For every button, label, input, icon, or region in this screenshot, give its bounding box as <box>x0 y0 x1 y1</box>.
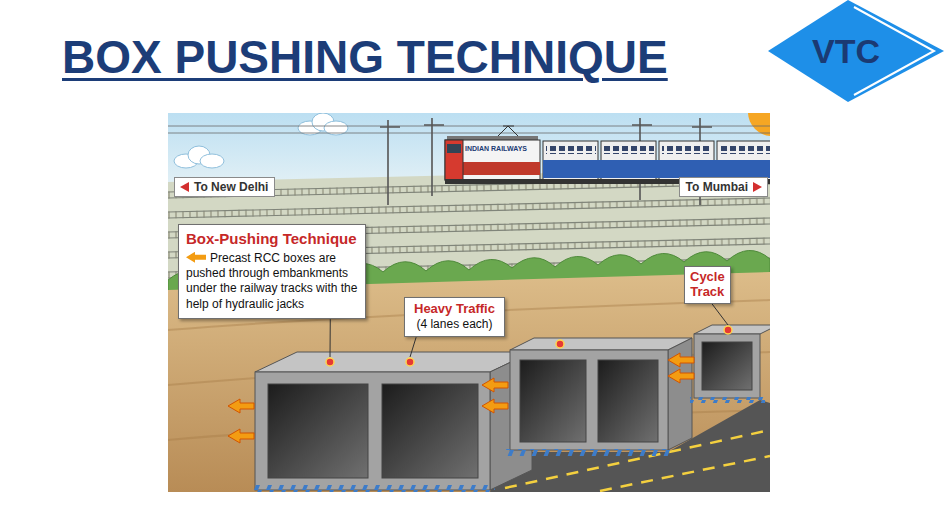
box-cell <box>520 360 586 442</box>
overhead-wire <box>168 126 770 133</box>
diamond-fill <box>768 0 944 102</box>
push-arrows <box>228 353 694 443</box>
callout-body: (4 lanes each) <box>414 317 495 332</box>
callout-dot <box>556 340 564 348</box>
leader-line <box>410 337 416 357</box>
callout-box: Cycle Track <box>684 266 731 304</box>
windshield <box>447 144 461 153</box>
callout-heading: Cycle Track <box>690 270 725 300</box>
coach-stripe <box>543 160 770 178</box>
hydraulic-jacks <box>505 449 670 456</box>
box-cell <box>598 360 658 442</box>
pantograph <box>498 126 518 136</box>
push-arrow <box>482 399 508 413</box>
logo-diamond: VTC <box>768 0 944 102</box>
push-arrow <box>228 399 254 413</box>
loco-body <box>445 140 540 180</box>
callout-dot <box>326 358 334 366</box>
box-front <box>510 350 668 450</box>
train-lettering: INDIAN RAILWAYS <box>465 145 527 152</box>
box-front <box>694 334 760 398</box>
coach-windows <box>546 146 596 154</box>
push-arrow <box>228 429 254 443</box>
coach-windows <box>604 146 654 154</box>
callout-heading: Box-Pushing Technique <box>186 230 358 249</box>
box-cell <box>382 384 478 478</box>
train <box>445 126 770 184</box>
cloud <box>174 113 348 168</box>
rcc-box <box>690 325 770 403</box>
push-arrow <box>668 353 694 367</box>
box-top <box>255 352 532 372</box>
logo-text: VTC <box>812 34 880 68</box>
sign-text: To Mumbai <box>686 180 748 194</box>
leader-lines <box>330 304 728 357</box>
direction-sign: To New Delhi <box>174 177 275 197</box>
box-top <box>510 338 692 350</box>
coach-windows <box>662 146 712 154</box>
direction-sign: To Mumbai <box>679 177 768 197</box>
hydraulic-jacks <box>250 485 495 492</box>
box-cell <box>268 384 368 478</box>
box-front <box>255 372 490 490</box>
leader-line <box>712 304 728 325</box>
hydraulic-jacks <box>690 397 765 403</box>
sun <box>748 113 770 136</box>
callout-heading: Heavy Traffic <box>414 301 495 317</box>
callout-body: Precast RCC boxes are pushed through emb… <box>186 251 358 312</box>
box-cell <box>702 342 752 390</box>
coach-windows <box>720 146 770 154</box>
loco-cab <box>445 140 463 180</box>
rcc-box <box>505 338 692 456</box>
leader-line <box>330 319 331 357</box>
callout-box: Heavy Traffic(4 lanes each) <box>404 297 505 337</box>
box-top <box>694 325 770 334</box>
scene <box>168 113 770 492</box>
callout-box: Box-Pushing TechniquePrecast RCC boxes a… <box>178 224 366 319</box>
rcc-box <box>250 352 532 492</box>
sign-text: To New Delhi <box>194 180 268 194</box>
cloud-puff <box>200 154 224 168</box>
callout-dots <box>326 326 732 366</box>
callout-dot <box>406 358 414 366</box>
callout-dot <box>724 326 732 334</box>
push-arrow <box>668 369 694 383</box>
page-title: BOX PUSHING TECHNIQUE <box>62 34 668 80</box>
push-arrow <box>482 378 508 392</box>
